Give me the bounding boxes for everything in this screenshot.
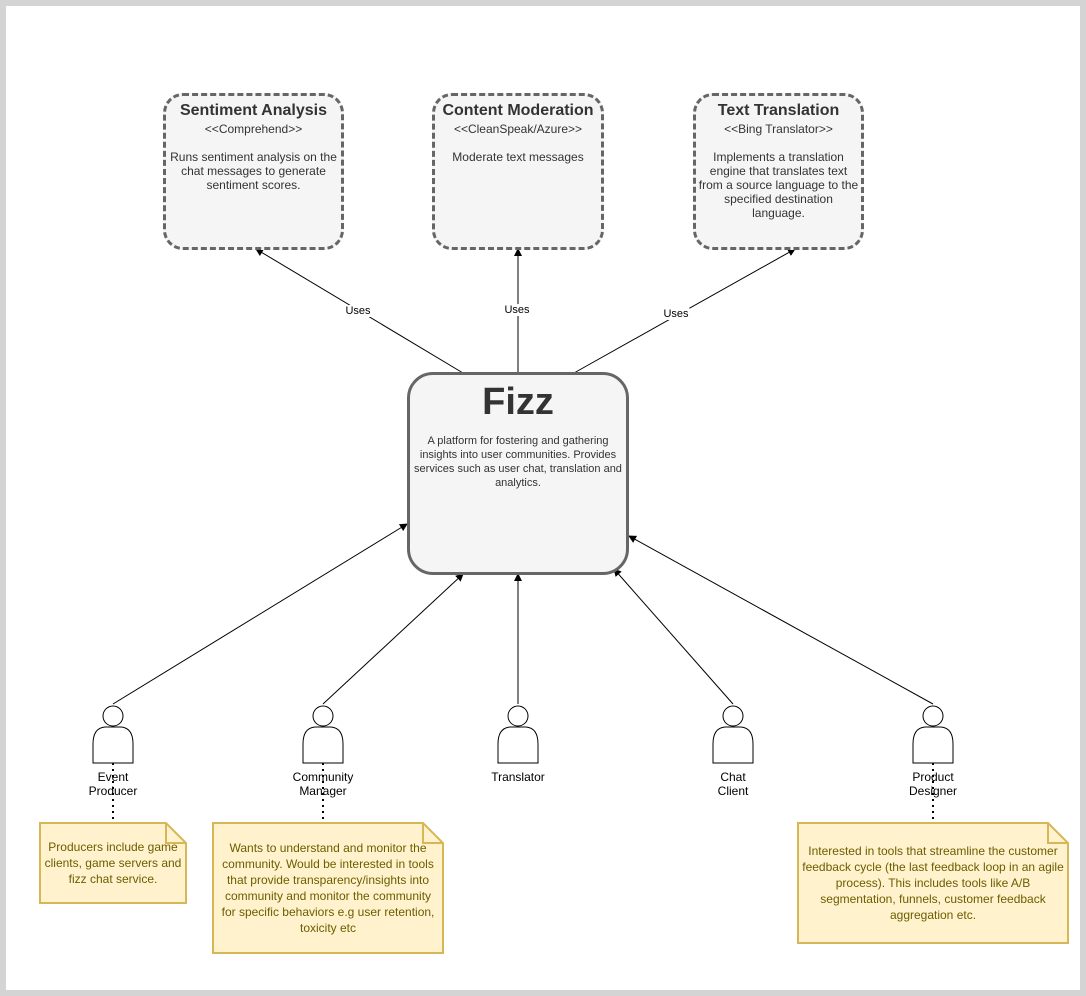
content-moderation-title: Content Moderation <box>442 102 594 119</box>
actor-icon-community-manager <box>302 705 344 764</box>
content-moderation-description: Moderate text messages <box>452 150 584 164</box>
text-translation-title: Text Translation <box>717 102 840 119</box>
note-fold-product-designer <box>1047 823 1068 844</box>
note-event-producer: Producers include game clients, game ser… <box>40 823 186 903</box>
sentiment-analysis-description: Runs sentiment analysis on the chat mess… <box>170 150 337 192</box>
fizz-description: A platform for fostering and gathering i… <box>414 435 622 489</box>
sentiment-analysis-stereotype: <<Comprehend>> <box>204 122 303 136</box>
actor-label-community-manager: Community Manager <box>292 770 354 798</box>
note-shape-product-designer <box>797 822 1069 944</box>
note-fold-community-manager <box>422 823 443 844</box>
uses-label-moderation: Uses <box>503 304 531 316</box>
sentiment-analysis-title: Sentiment Analysis <box>179 102 327 119</box>
actor-label-event-producer: Event Producer <box>88 770 138 798</box>
text-translation-stereotype: <<Bing Translator>> <box>724 122 833 136</box>
note-community-manager: Wants to understand and monitor the comm… <box>213 823 443 953</box>
content-moderation-stereotype: <<CleanSpeak/Azure>> <box>453 122 583 136</box>
diagram-canvas: Sentiment Analysis <<Comprehend>> Runs s… <box>6 6 1080 990</box>
fizz-title: Fizz <box>482 381 554 423</box>
actor-icon-event-producer <box>92 705 134 764</box>
note-text-product-designer: Interested in tools that streamline the … <box>802 844 1064 922</box>
actor-icon-translator <box>497 705 539 764</box>
note-shape-community-manager <box>212 822 444 954</box>
content-moderation-box[interactable]: Content Moderation <<CleanSpeak/Azure>> … <box>432 93 604 250</box>
note-product-designer: Interested in tools that streamline the … <box>798 823 1068 943</box>
actor-label-translator: Translator <box>491 770 545 784</box>
edge-chat-client <box>613 568 734 705</box>
fizz-system-box[interactable]: Fizz A platform for fostering and gather… <box>407 372 629 575</box>
text-translation-box[interactable]: Text Translation <<Bing Translator>> Imp… <box>693 93 864 250</box>
edge-product-designer <box>628 535 934 705</box>
actor-icon-product-designer <box>912 705 954 764</box>
actor-label-product-designer: Product Designer <box>908 770 958 798</box>
uses-label-translation: Uses <box>662 308 690 320</box>
actor-label-chat-client: Chat Client <box>717 770 749 798</box>
note-text-community-manager: Wants to understand and monitor the comm… <box>221 841 435 935</box>
sentiment-analysis-box[interactable]: Sentiment Analysis <<Comprehend>> Runs s… <box>163 93 344 250</box>
text-translation-description: Implements a translation engine that tra… <box>698 150 859 220</box>
uses-label-sentiment: Uses <box>344 305 372 317</box>
edge-event-producer <box>112 523 408 705</box>
actor-icon-chat-client <box>712 705 754 764</box>
edge-community-manager <box>322 573 464 705</box>
note-fold-event-producer <box>165 823 186 844</box>
note-text-event-producer: Producers include game clients, game ser… <box>44 840 182 886</box>
note-shape-event-producer <box>39 822 187 904</box>
connectors-layer <box>39 248 1069 954</box>
